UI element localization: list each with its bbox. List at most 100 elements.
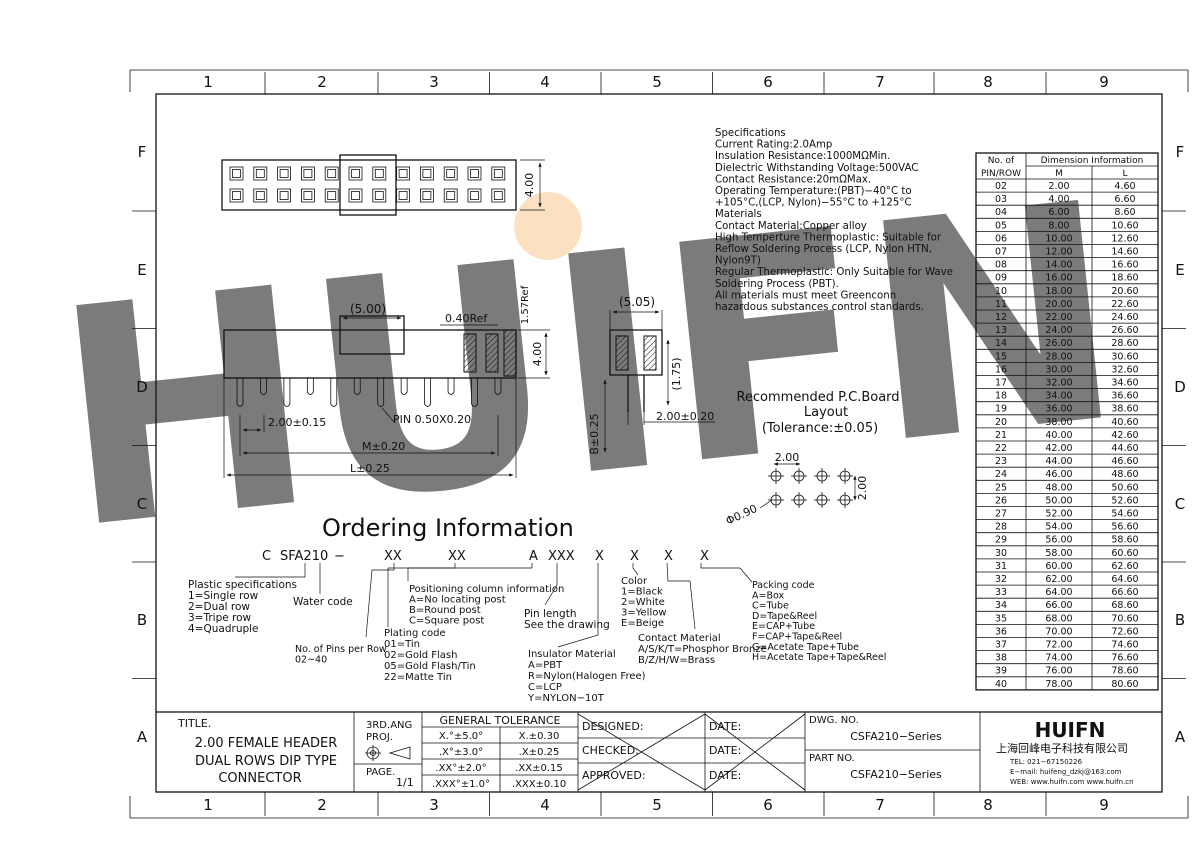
spec-line: Specifications: [715, 128, 786, 139]
table-cell: 50.00: [1045, 495, 1072, 506]
pin-square: [443, 166, 458, 181]
pin-square: [253, 188, 268, 203]
insulator-text: C=LCP: [528, 682, 562, 693]
table-cell: 76.00: [1045, 666, 1072, 677]
approved-label: APPROVED:: [582, 769, 646, 782]
table-cell: 24.00: [1045, 325, 1072, 336]
pcb-title-2: Layout: [804, 405, 848, 420]
table-cell: 28.00: [1045, 351, 1072, 362]
order-leader-line: [700, 563, 753, 583]
color-text: 3=Yellow: [621, 608, 667, 619]
designed-label: DESIGNED:: [582, 720, 644, 733]
table-cell: 16.00: [1045, 273, 1072, 284]
company-tel: TEL: 021−67150226: [1009, 758, 1083, 766]
column-label: 6: [763, 73, 773, 91]
table-cell: 62.60: [1111, 561, 1138, 572]
insulator-text: A=PBT: [528, 660, 563, 671]
table-cell: 70.00: [1045, 626, 1072, 637]
pin-square: [348, 188, 363, 203]
table-cell: 44.60: [1111, 443, 1138, 454]
pin-square-inner: [493, 191, 503, 200]
positioning-text: A=No locating post: [409, 595, 506, 606]
column-label: 5: [652, 796, 662, 814]
side-ref-dim: 0.40Ref: [445, 312, 488, 325]
table-cell: 66.60: [1111, 587, 1138, 598]
pin-square: [467, 166, 482, 181]
column-label: 7: [875, 796, 885, 814]
tolerance-linear: .XX±0.15: [515, 763, 563, 774]
table-cell: 07: [995, 247, 1007, 258]
table-cell: 20: [995, 417, 1007, 428]
row-label: A: [1175, 728, 1186, 746]
pin-length-text: Pin length: [524, 608, 576, 620]
table-cell: 22.00: [1045, 312, 1072, 323]
column-label: 2: [317, 796, 327, 814]
side-pin: [236, 378, 244, 407]
page-label: PAGE.: [366, 767, 395, 778]
row-label: D: [136, 378, 148, 396]
pin-square-inner: [255, 191, 265, 200]
plating-code-text: 02=Gold Flash: [384, 650, 457, 661]
table-cell: 64.00: [1045, 587, 1072, 598]
table-cell: 34.60: [1111, 378, 1138, 389]
spec-line: All materials must meet Greenconn: [715, 290, 896, 301]
row-label: B: [137, 611, 147, 629]
table-cell: 39: [995, 666, 1007, 677]
table-cell: 32.00: [1045, 378, 1072, 389]
order-code-segment: A: [529, 549, 538, 564]
pins-per-row-text: No. of Pins per Row: [295, 644, 387, 655]
table-cell: 8.60: [1114, 207, 1135, 218]
table-header: No. of: [988, 156, 1015, 166]
table-cell: 52.60: [1111, 495, 1138, 506]
table-cell: 04: [995, 207, 1007, 218]
ordering-title: Ordering Information: [322, 514, 574, 542]
insulator-text: Y=NYLON−10T: [527, 693, 605, 704]
table-cell: 2.00: [1048, 181, 1069, 192]
pcb-title-3: (Tolerance:±0.05): [762, 421, 878, 436]
pin-square-inner: [398, 191, 408, 200]
spec-line: Current Rating:2.0Amp: [715, 140, 832, 151]
table-cell: 14.00: [1045, 260, 1072, 271]
table-cell: 40.00: [1045, 430, 1072, 441]
positioning-text: B=Round post: [409, 605, 481, 616]
table-cell: 16.60: [1111, 260, 1138, 271]
pin-square-inner: [279, 169, 289, 178]
table-cell: 50.60: [1111, 482, 1138, 493]
plastic-spec-text: Plastic specifications: [188, 579, 297, 591]
pin-square: [443, 188, 458, 203]
table-cell: 56.00: [1045, 535, 1072, 546]
column-label: 6: [763, 796, 773, 814]
pin-square: [467, 188, 482, 203]
table-cell: 18: [995, 391, 1007, 402]
side-pin: [471, 378, 478, 407]
table-cell: 8.00: [1048, 220, 1069, 231]
table-cell: 38.60: [1111, 404, 1138, 415]
order-leader-line: [365, 563, 395, 638]
table-cell: 35: [995, 613, 1007, 624]
column-label: 2: [317, 73, 327, 91]
plastic-spec-text: 3=Tripe row: [188, 612, 252, 624]
packing-code-text: H=Acetate Tape+Tape&Reel: [752, 652, 886, 663]
table-header: PIN/ROW: [981, 169, 1021, 179]
table-cell: 68.00: [1045, 613, 1072, 624]
table-header: L: [1122, 169, 1127, 179]
spec-line: Dielectric Withstanding Voltage:500VAC: [715, 163, 918, 174]
dwg-number: CSFA210−Series: [850, 730, 942, 743]
table-cell: 58.00: [1045, 548, 1072, 559]
table-cell: 70.60: [1111, 613, 1138, 624]
title-block: TITLE. 2.00 FEMALE HEADER DUAL ROWS DIP …: [156, 711, 1162, 792]
pin-square-inner: [398, 169, 408, 178]
spec-line: Reflow Soldering Process (LCP, Nylon HTN…: [715, 244, 932, 255]
pin-square-inner: [279, 191, 289, 200]
table-cell: 08: [995, 260, 1007, 271]
pin-square-inner: [446, 169, 456, 178]
order-leader-line: [235, 563, 306, 578]
end-width-dim: (5.05): [619, 295, 655, 309]
table-cell: 34.00: [1045, 391, 1072, 402]
table-cell: 38.00: [1045, 417, 1072, 428]
pin-square: [300, 166, 315, 181]
side-pin: [424, 378, 431, 407]
